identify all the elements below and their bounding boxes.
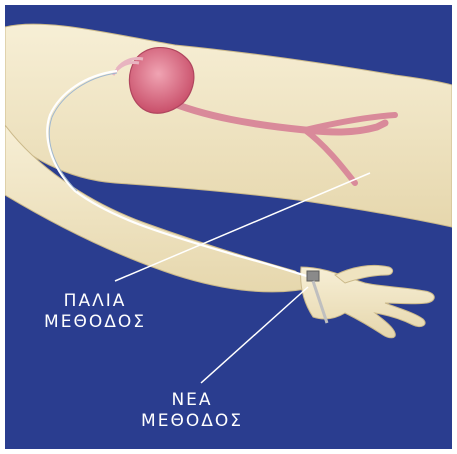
old-method-label: ΠΑΛΙΑ ΜΕΘΟΔΟΣ <box>35 291 155 333</box>
old-method-label-line-2: ΜΕΘΟΔΟΣ <box>35 312 155 333</box>
illustration-frame: ΠΑΛΙΑ ΜΕΘΟΔΟΣ ΝΕΑ ΜΕΘΟΔΟΣ <box>5 5 452 449</box>
new-method-label-line-2: ΜΕΘΟΔΟΣ <box>117 411 267 432</box>
thumb <box>335 265 393 283</box>
wrist-band <box>307 271 319 281</box>
new-method-pointer <box>201 287 308 383</box>
old-method-label-line-1: ΠΑΛΙΑ <box>35 291 155 312</box>
new-method-label: ΝΕΑ ΜΕΘΟΔΟΣ <box>117 390 267 432</box>
catheterization-illustration <box>5 5 452 449</box>
new-method-label-line-1: ΝΕΑ <box>117 390 267 411</box>
